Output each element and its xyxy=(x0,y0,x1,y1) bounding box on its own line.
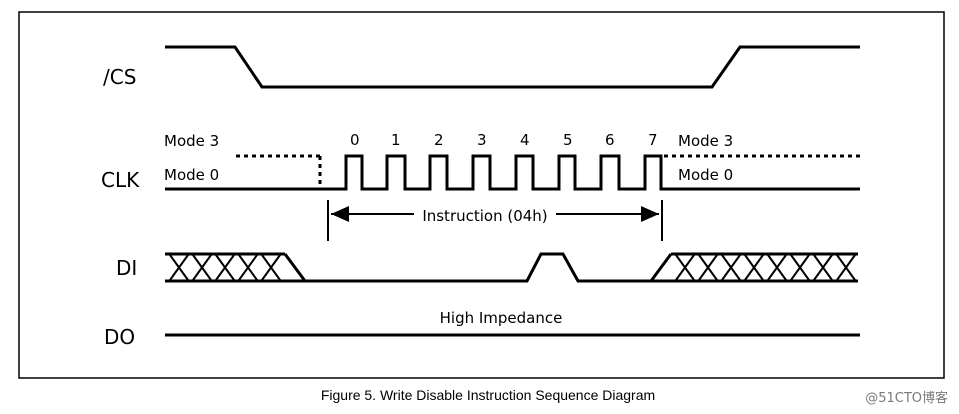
watermark: @51CTO博客 xyxy=(865,390,948,406)
instruction-label: Instruction (04h) xyxy=(422,207,547,225)
clock-number: 5 xyxy=(563,131,573,149)
clock-number: 2 xyxy=(434,131,444,149)
di-waveform xyxy=(165,252,858,283)
cs-label: /CS xyxy=(103,65,136,89)
mode3-right-label: Mode 3 xyxy=(678,132,733,150)
mode3-left-label: Mode 3 xyxy=(164,132,219,150)
clk-waveform xyxy=(165,154,860,191)
do-label: DO xyxy=(104,325,135,349)
mode0-right-label: Mode 0 xyxy=(678,166,733,184)
mode0-left-label: Mode 0 xyxy=(164,166,219,184)
clock-number: 3 xyxy=(477,131,487,149)
diagram-frame xyxy=(18,11,945,379)
clock-number: 1 xyxy=(391,131,401,149)
clock-number: 7 xyxy=(648,131,658,149)
clock-number: 4 xyxy=(520,131,530,149)
clk-label: CLK xyxy=(101,168,140,192)
clock-number: 6 xyxy=(605,131,615,149)
do-high-impedance-label: High Impedance xyxy=(440,309,563,327)
clock-numbers: 0 1 2 3 4 5 6 7 xyxy=(350,131,658,149)
cs-waveform xyxy=(165,45,860,89)
di-label: DI xyxy=(116,256,137,280)
figure-caption: Figure 5. Write Disable Instruction Sequ… xyxy=(321,387,655,403)
clock-number: 0 xyxy=(350,131,360,149)
